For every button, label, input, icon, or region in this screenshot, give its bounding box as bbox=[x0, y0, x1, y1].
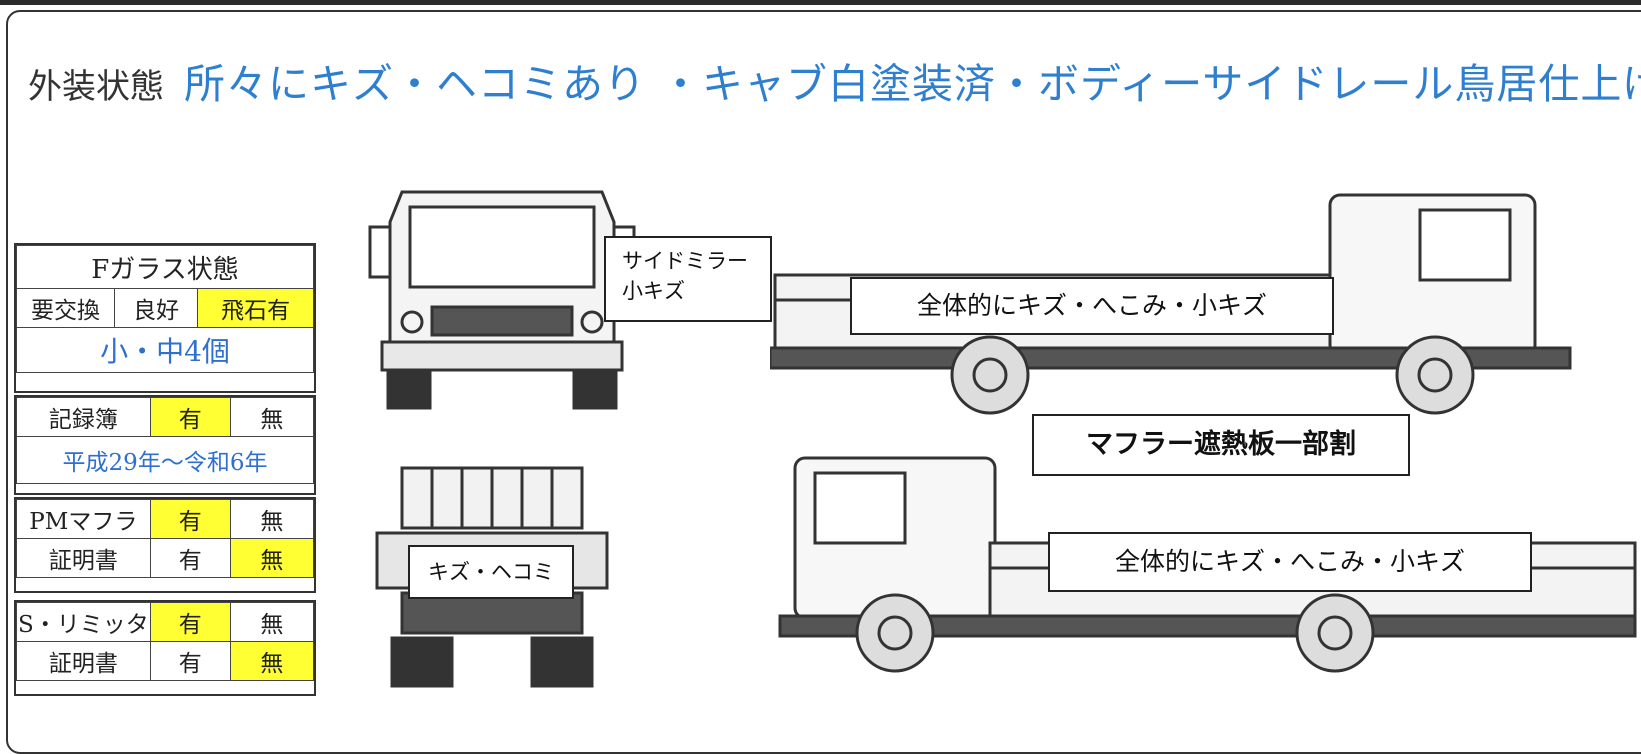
sl-cert-label: 証明書 bbox=[16, 641, 151, 681]
glass-option-good: 良好 bbox=[113, 288, 199, 328]
glass-condition-box: Fガラス状態 要交換 良好 飛石有 小・中4個 bbox=[14, 243, 316, 393]
glass-option-replace: 要交換 bbox=[16, 288, 115, 328]
speed-limiter-box: S・リミッタ 有 無 証明書 有 無 bbox=[14, 600, 316, 696]
records-yes: 有 bbox=[149, 397, 231, 437]
glass-condition-title: Fガラス状態 bbox=[16, 245, 314, 289]
exterior-condition-label: 外装状態 bbox=[28, 67, 164, 107]
side-mirror-callout-line1: サイドミラー bbox=[622, 249, 748, 273]
rear-callout: キズ・ヘコミ bbox=[408, 545, 574, 599]
top-rule bbox=[0, 0, 1641, 5]
speed-limiter-no: 無 bbox=[229, 602, 315, 642]
side-mirror-callout: サイドミラー 小キズ bbox=[604, 236, 772, 322]
right-side-callout-text: 全体的にキズ・へこみ・小キズ bbox=[916, 291, 1267, 320]
pm-muffler-no: 無 bbox=[229, 499, 315, 539]
exterior-condition-value: 所々にキズ・ヘコミあり ・キャブ白塗装済・ボディーサイドレール鳥居仕上げ済 bbox=[184, 60, 1641, 108]
records-no: 無 bbox=[229, 397, 315, 437]
truck-front-view-diagram bbox=[368, 190, 636, 410]
records-period: 平成29年〜令和6年 bbox=[16, 436, 314, 484]
pm-cert-yes: 有 bbox=[149, 538, 231, 578]
muffler-callout: マフラー遮熱板一部割 bbox=[1032, 414, 1410, 476]
left-side-callout-text: 全体的にキズ・へこみ・小キズ bbox=[1114, 547, 1465, 576]
sl-cert-yes: 有 bbox=[149, 641, 231, 681]
pm-muffler-yes: 有 bbox=[149, 499, 231, 539]
records-box: 記録簿 有 無 平成29年〜令和6年 bbox=[14, 395, 316, 495]
glass-note: 小・中4個 bbox=[16, 327, 314, 373]
speed-limiter-yes: 有 bbox=[149, 602, 231, 642]
muffler-callout-text: マフラー遮熱板一部割 bbox=[1086, 429, 1356, 460]
speed-limiter-label: S・リミッタ bbox=[16, 602, 151, 642]
side-mirror-callout-line2: 小キズ bbox=[622, 279, 685, 303]
sl-cert-no: 無 bbox=[229, 641, 315, 681]
glass-option-chipped: 飛石有 bbox=[197, 288, 314, 328]
pm-muffler-box: PMマフラ 有 無 証明書 有 無 bbox=[14, 497, 316, 593]
rear-callout-text: キズ・ヘコミ bbox=[428, 560, 554, 584]
pm-muffler-label: PMマフラ bbox=[16, 499, 151, 539]
exterior-condition-heading: 外装状態所々にキズ・ヘコミあり ・キャブ白塗装済・ボディーサイドレール鳥居仕上げ… bbox=[28, 50, 1641, 110]
left-side-callout: 全体的にキズ・へこみ・小キズ bbox=[1048, 532, 1532, 592]
pm-cert-no: 無 bbox=[229, 538, 315, 578]
pm-cert-label: 証明書 bbox=[16, 538, 151, 578]
right-side-callout: 全体的にキズ・へこみ・小キズ bbox=[850, 277, 1334, 335]
records-label: 記録簿 bbox=[16, 397, 151, 437]
